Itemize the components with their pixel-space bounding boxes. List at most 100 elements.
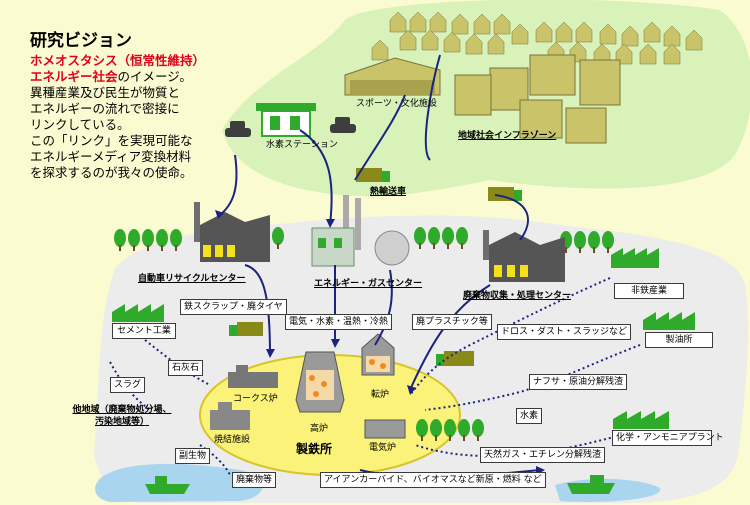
tree-shape [602,231,614,249]
auto-recycle-label: 自動車リサイクルセンター [138,274,246,284]
tree-shape [456,227,468,245]
cement-box: セメント工業 [112,323,176,339]
intro-line-8: を探求するのが我々の使命。 [30,165,193,180]
tree-trunk [419,243,421,249]
tree-trunk [147,245,149,251]
house-shape [535,21,553,43]
intro-line-6: この「リンク」を実現可能な [30,133,193,148]
house-shape [371,39,389,61]
house-shape [421,29,439,51]
house-shape [643,21,661,43]
steelworks-label: 製鉄所 [296,442,333,456]
tree-trunk [579,247,581,253]
intro-highlight-2: エネルギー社会 [30,69,118,84]
waste-center-label: 廃棄物収集・処理センター [463,291,572,301]
factory-icons [112,248,695,429]
waste-etc-box: 廃棄物等 [232,472,277,488]
house-shape [685,29,703,51]
apartment-blocks [454,54,621,144]
house-shape [443,31,461,53]
hydrogen-box: 水素 [516,408,543,424]
tree-shape [128,229,140,247]
steelworks-equipment [210,333,406,439]
intro-line-1: ホメオスタシス（恒常性維持） [30,53,206,68]
intro-line-4: エネルギーの流れで密接に [30,101,180,116]
tree-trunk [593,247,595,253]
tree-shape [588,231,600,249]
limestone-box: 石灰石 [168,360,204,376]
tree-trunk [477,435,479,441]
tree-shape [156,229,168,247]
tree-shape [442,227,454,245]
tree-trunk [463,435,465,441]
dotted-flows [109,277,641,476]
tree-trunk [161,245,163,251]
house-shape [621,25,639,47]
house-shape [399,29,417,51]
blast-furnace-label: 高炉 [310,424,329,434]
tree-shape [414,227,426,245]
waste-center-icon [483,230,565,282]
auto-recycle-center-icon [194,202,270,262]
heat-transport-label: 熱輸送車 [370,187,407,197]
tree-trunk [565,247,567,253]
non-ferrous-box: 非鉄産業 [614,283,684,299]
ship-icon [145,475,615,494]
tree-trunk [607,247,609,253]
tree-trunk [277,243,279,249]
house-shape [465,33,483,55]
page-heading: 研究ビジョン [30,31,132,51]
tree-trunk [449,435,451,441]
sports-hall-icon [344,57,441,96]
tree-trunk [119,245,121,251]
tree-trunk [133,245,135,251]
energy-gas-label: エネルギー・ガスセンター [314,279,423,289]
tree-shape [444,419,456,437]
refinery-box: 製油所 [645,332,713,348]
tree-shape [472,419,484,437]
converter-label: 転炉 [371,390,390,400]
intro-line-7: エネルギーメディア変換材料 [30,149,192,164]
tree-shape [416,419,428,437]
car-icon [225,117,356,137]
house-shape [575,21,593,43]
tree-shape [458,419,470,437]
tree-shape [430,419,442,437]
intro-line-2-rest: のイメージ。 [117,69,192,84]
naphtha-box: ナフサ・原油分解残渣 [529,374,628,390]
house-shape [487,33,505,55]
house-shape [555,21,573,43]
tree-shape [428,227,440,245]
tree-shape [142,229,154,247]
tree-shape [114,229,126,247]
hydrogen-station-label: 水素ステーション [266,140,338,150]
house-shape [663,43,681,65]
intro-line-2: エネルギー社会のイメージ。 [30,69,205,85]
intro-text: ホメオスタシス（恒常性維持） エネルギー社会のイメージ。 異種産業及び民生が物質… [30,53,205,181]
house-shape [409,11,427,33]
tree-shape [574,231,586,249]
sintering-label: 焼結施設 [214,435,251,445]
intro-line-3: 異種産業及び民生が物質と [30,85,181,100]
electric-furnace-label: 電気炉 [369,443,397,453]
tree-trunk [435,435,437,441]
house-shape [599,23,617,45]
sports-culture-label: スポーツ・文化施設 [356,99,437,109]
house-shape [639,43,657,65]
house-shape [473,13,491,35]
tree-trunk [447,243,449,249]
energy-gas-center-icon [311,195,410,267]
tree-trunk [175,245,177,251]
intro-line-5: リンクしている。 [30,117,130,132]
hydrogen-station-icon [256,103,316,137]
natural-gas-box: 天然ガス・エチレン分解残渣 [480,447,606,463]
dross-box: ドロス・ダスト・スラッジなど [497,324,632,340]
waste-plastic-box: 廃プラスチック等 [412,314,492,330]
tree-trunk [433,243,435,249]
chemical-box: 化学・アンモニアプラント [612,430,724,446]
house-shape [663,25,681,47]
tree-trunk [461,243,463,249]
iron-carbide-box: アイアンカーバイド、バイオマスなど新原・燃料 など [320,472,546,488]
house-shape [493,13,511,35]
